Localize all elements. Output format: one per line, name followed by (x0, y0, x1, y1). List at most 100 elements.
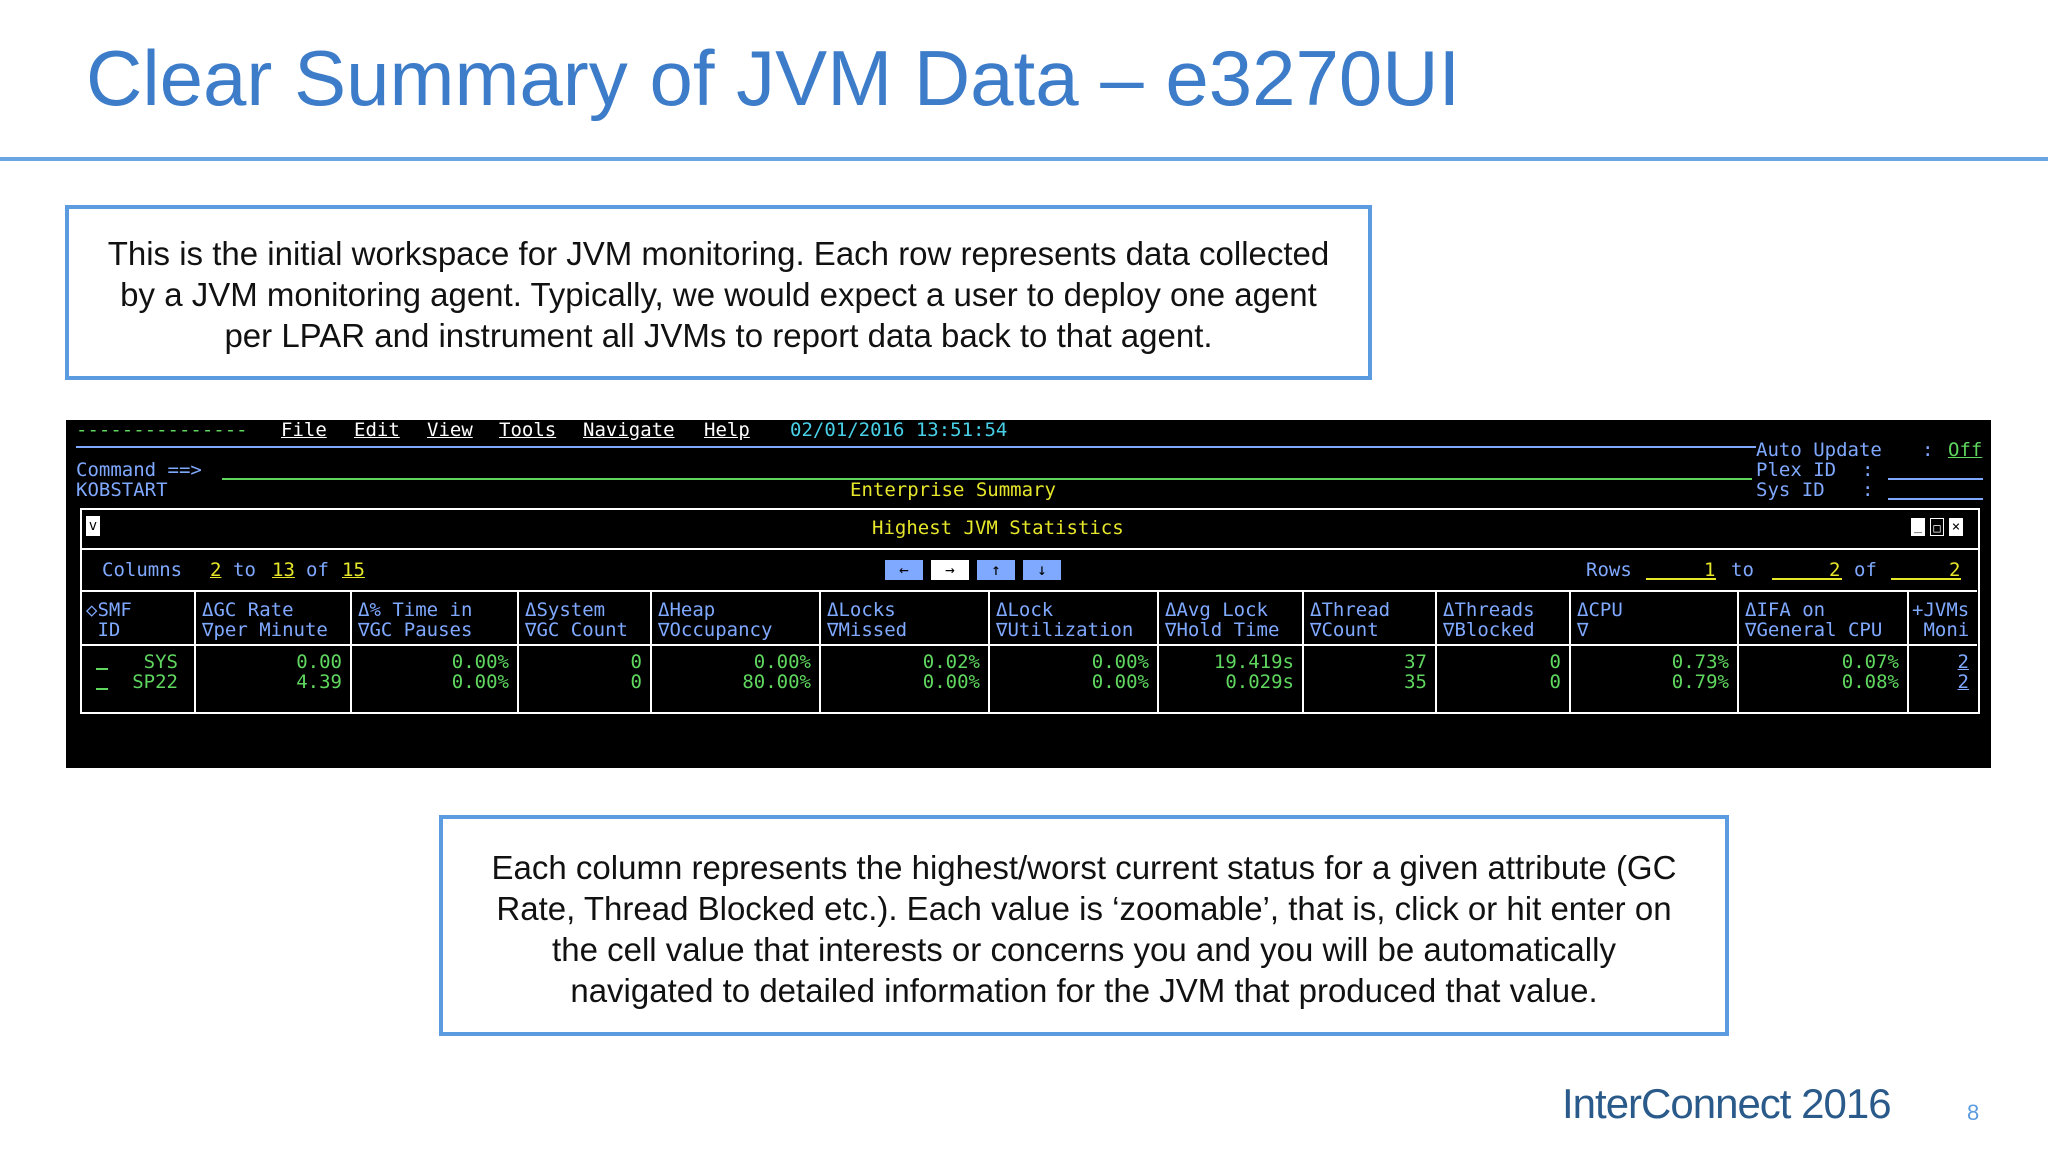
menu-dash-prefix: --------------- (76, 420, 248, 441)
table-cell[interactable]: 0 (630, 651, 642, 673)
header-lock-utilization: ΔLock∇Utilization (996, 599, 1134, 641)
table-cell[interactable]: 35 (1404, 671, 1427, 693)
column-avg-lock-hold-time: ΔAvg Lock∇Hold Time 19.419s 0.029s (1159, 592, 1304, 714)
columns-total[interactable]: 15 (342, 559, 365, 581)
command-input[interactable] (222, 478, 1752, 480)
column-ifa-on-general-cpu: ΔIFA on∇General CPU 0.07% 0.08% (1739, 592, 1909, 714)
menu-file[interactable]: File (281, 420, 327, 441)
menu-separator (76, 446, 1756, 448)
sys-id-label: Sys ID (1756, 479, 1825, 501)
header-threads-blocked: ΔThreads∇Blocked (1443, 599, 1535, 641)
datetime: 02/01/2016 13:51:54 (790, 420, 1008, 441)
sys-id-field[interactable] (1888, 498, 1983, 500)
rows-label: Rows (1586, 559, 1632, 581)
minimize-icon[interactable]: _ (1911, 518, 1925, 536)
corner-menu-icon[interactable]: v (86, 516, 100, 536)
column-gc-pauses: Δ% Time in∇GC Pauses 0.00% 0.00% (352, 592, 519, 714)
column-lock-utilization: ΔLock∇Utilization 0.00% 0.00% (990, 592, 1159, 714)
row-select-field[interactable] (96, 668, 108, 670)
scroll-down-button[interactable]: ↓ (1023, 560, 1061, 580)
table-cell[interactable]: 0.029s (1225, 671, 1294, 693)
table-cell[interactable]: 0 (630, 671, 642, 693)
table-cell[interactable]: SYS (143, 651, 178, 673)
row-select-field[interactable] (96, 688, 108, 690)
callout-columns-line: Each column represents the highest/worst… (491, 849, 1677, 886)
rows-total-field[interactable] (1891, 578, 1961, 580)
table-cell[interactable]: 80.00% (742, 671, 811, 693)
table-cell[interactable]: 0.00% (922, 671, 980, 693)
menu-tools[interactable]: Tools (499, 420, 557, 441)
rows-to[interactable]: 2 (1829, 559, 1841, 581)
columns-from[interactable]: 2 (210, 559, 222, 581)
columns-to-word: to (233, 559, 256, 581)
scroll-right-button[interactable]: → (931, 560, 969, 580)
table-cell[interactable]: 2 (1957, 671, 1969, 693)
menu-help[interactable]: Help (704, 420, 750, 441)
header-separator (82, 644, 1977, 646)
table-cell[interactable]: 37 (1404, 651, 1427, 673)
close-icon[interactable]: × (1949, 518, 1963, 536)
view-title-separator (80, 548, 1980, 550)
header-heap-occupancy: ΔHeap∇Occupancy (658, 599, 773, 641)
rows-to-field[interactable] (1772, 578, 1842, 580)
title-divider (0, 157, 2048, 161)
callout-intro-line: This is the initial workspace for JVM mo… (107, 235, 1330, 272)
callout-intro-line: per LPAR and instrument all JVMs to repo… (224, 317, 1213, 354)
scroll-up-button[interactable]: ↑ (977, 560, 1015, 580)
rows-to-word: to (1731, 559, 1754, 581)
column-jvms-monitored: +JVMs Moni 2 2 (1909, 592, 1977, 714)
header-gc-rate: ΔGC Rate∇per Minute (202, 599, 328, 641)
rows-total[interactable]: 2 (1949, 559, 1961, 581)
column-threads-blocked: ΔThreads∇Blocked 0 0 (1437, 592, 1571, 714)
table-cell[interactable]: 0.00% (1091, 671, 1149, 693)
rows-from-field[interactable] (1646, 578, 1716, 580)
columns-to[interactable]: 13 (272, 559, 295, 581)
workspace-id: KOBSTART (76, 479, 168, 501)
auto-update-value[interactable]: Off (1948, 439, 1983, 461)
table-cell[interactable]: SP22 (132, 671, 178, 693)
table-cell[interactable]: 0 (1549, 671, 1561, 693)
table-cell[interactable]: 0.00 (296, 651, 342, 673)
table-cell[interactable]: 0.07% (1841, 651, 1899, 673)
table-cell[interactable]: 0.08% (1841, 671, 1899, 693)
table-cell[interactable]: 0.00% (1091, 651, 1149, 673)
table-cell[interactable]: 0.02% (922, 651, 980, 673)
callout-columns-line: the cell value that interests or concern… (552, 931, 1616, 968)
jvm-stats-table: ◇SMF ID SYS SP22 ΔGC Rate∇per Minute 0.0… (82, 590, 1977, 714)
menu-edit[interactable]: Edit (354, 420, 400, 441)
view-title: Highest JVM Statistics (872, 517, 1124, 539)
header-gc-pauses: Δ% Time in∇GC Pauses (358, 599, 473, 641)
callout-intro: This is the initial workspace for JVM mo… (65, 205, 1372, 380)
table-cell[interactable]: 0.79% (1671, 671, 1729, 693)
auto-update-label: Auto Update (1756, 439, 1882, 461)
table-cell[interactable]: 19.419s (1213, 651, 1294, 673)
table-cell[interactable]: 0.00% (451, 671, 509, 693)
command-label: Command ==> (76, 459, 202, 481)
sys-id-colon: : (1862, 479, 1874, 501)
rows-from[interactable]: 1 (1704, 559, 1716, 581)
header-avg-lock-hold-time: ΔAvg Lock∇Hold Time (1165, 599, 1280, 641)
header-ifa-on-general-cpu: ΔIFA on∇General CPU (1745, 599, 1883, 641)
callout-intro-line: by a JVM monitoring agent. Typically, we… (120, 276, 1317, 313)
table-cell[interactable]: 4.39 (296, 671, 342, 693)
header-jvms-monitored: +JVMs Moni (1912, 599, 1970, 641)
column-gc-rate: ΔGC Rate∇per Minute 0.00 4.39 (196, 592, 352, 714)
scroll-left-button[interactable]: ← (885, 560, 923, 580)
table-cell[interactable]: 0.73% (1671, 651, 1729, 673)
table-cell[interactable]: 2 (1957, 651, 1969, 673)
menu-navigate[interactable]: Navigate (583, 420, 675, 441)
plex-id-field[interactable] (1888, 478, 1983, 480)
column-cpu: ΔCPU∇ 0.73% 0.79% (1571, 592, 1739, 714)
menu-view[interactable]: View (427, 420, 473, 441)
callout-columns-line: Rate, Thread Blocked etc.). Each value i… (496, 890, 1672, 927)
column-locks-missed: ΔLocks∇Missed 0.02% 0.00% (821, 592, 990, 714)
table-cell[interactable]: 0.00% (753, 651, 811, 673)
table-cell[interactable]: 0.00% (451, 651, 509, 673)
slide-title: Clear Summary of JVM Data – e3270UI (86, 34, 1461, 122)
maximize-icon[interactable]: □ (1930, 518, 1944, 536)
rows-of-word: of (1854, 559, 1877, 581)
table-cell[interactable]: 0 (1549, 651, 1561, 673)
columns-label: Columns (102, 559, 183, 581)
columns-of-word: of (306, 559, 329, 581)
column-heap-occupancy: ΔHeap∇Occupancy 0.00% 80.00% (652, 592, 821, 714)
